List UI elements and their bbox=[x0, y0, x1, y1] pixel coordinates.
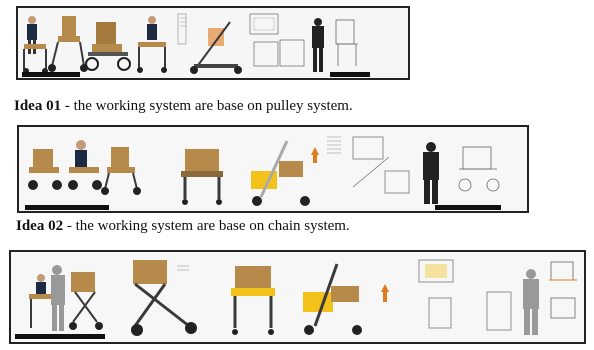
notes-column bbox=[327, 136, 341, 154]
concept-board-2-drawing bbox=[19, 127, 527, 211]
plan-drawings bbox=[249, 13, 305, 67]
side-elevation bbox=[458, 146, 500, 192]
front-view-render bbox=[231, 266, 275, 335]
idea-02-caption: Idea 02 - the working system are base on… bbox=[16, 218, 350, 235]
mechanism-sketch bbox=[177, 13, 242, 74]
wheelchair-render-2 bbox=[131, 260, 197, 336]
human-silhouette bbox=[523, 269, 539, 335]
board-label-bar bbox=[435, 205, 501, 210]
human-silhouette bbox=[312, 18, 324, 72]
front-view-render bbox=[181, 149, 223, 205]
lifting-mechanism-render bbox=[303, 263, 389, 335]
concept-board-2 bbox=[17, 125, 529, 213]
board-label-bar bbox=[15, 334, 105, 339]
concept-board-3 bbox=[9, 250, 586, 344]
wheelchair-render-2 bbox=[48, 16, 88, 72]
concept-board-3-drawing bbox=[11, 252, 584, 342]
idea-01-title: Idea 01 bbox=[14, 98, 62, 114]
plan-drawings bbox=[418, 259, 512, 331]
concept-board-1-drawing bbox=[18, 8, 408, 78]
plan-drawings bbox=[352, 136, 410, 194]
idea-01-caption: Idea 01 - the working system are base on… bbox=[14, 98, 353, 115]
idea-01-description: - the working system are base on pulley … bbox=[61, 98, 353, 114]
board-label-bar bbox=[330, 72, 370, 77]
person-figures bbox=[29, 265, 65, 331]
board-label-bar bbox=[25, 205, 109, 210]
person-with-wheelchair bbox=[137, 16, 167, 73]
side-elevation bbox=[335, 19, 358, 66]
lifting-mechanism-render bbox=[251, 140, 319, 206]
human-silhouette bbox=[423, 142, 439, 204]
idea-02-description: - the working system are base on chain s… bbox=[63, 218, 350, 234]
wheelchair-render-group bbox=[28, 140, 141, 195]
idea-02-title: Idea 02 bbox=[16, 218, 64, 234]
wheelchair-render-1 bbox=[69, 272, 103, 330]
side-elevation bbox=[549, 261, 577, 319]
board-label-bar bbox=[22, 72, 80, 77]
concept-board-1 bbox=[16, 6, 410, 80]
wheelchair-render-3 bbox=[85, 22, 131, 71]
